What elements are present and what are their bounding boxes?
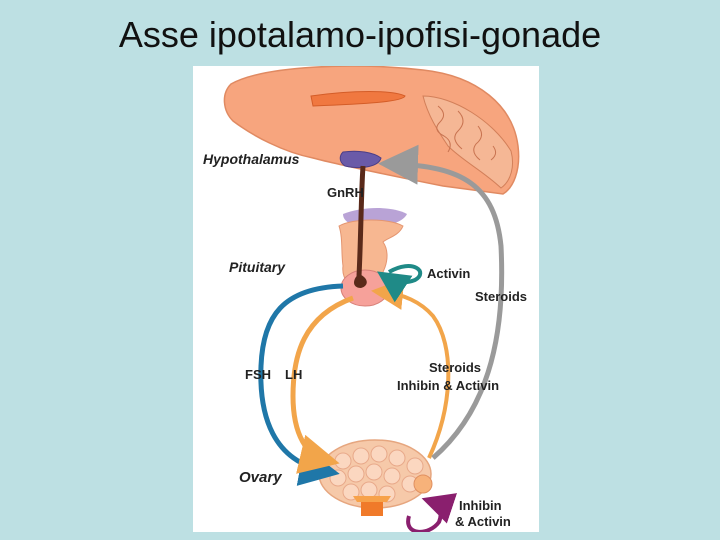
label-steroids-top: Steroids — [475, 289, 527, 304]
slide-title: Asse ipotalamo-ipofisi-gonade — [118, 14, 602, 55]
steroids-feedback-arrow — [378, 144, 505, 460]
hypothalamus-nucleus — [339, 150, 382, 169]
label-fsh: FSH — [245, 367, 271, 382]
label-lh: LH — [285, 367, 302, 382]
diagram-svg: Hypothalamus GnRH Pituitary Activin Ster… — [203, 66, 527, 532]
label-ovary: Ovary — [239, 469, 282, 486]
activin-loop-arrow — [377, 264, 423, 303]
fsh-arrow — [258, 283, 344, 486]
inhibin-activin-loop-arrow — [406, 493, 458, 532]
label-inhibin-activin-mid: Inhibin & Activin — [397, 378, 499, 393]
label-inhibin-bottom: Inhibin — [459, 498, 502, 513]
lh-arrow — [290, 295, 354, 474]
label-steroids-mid: Steroids — [429, 360, 481, 375]
label-pituitary: Pituitary — [229, 259, 286, 275]
hpg-axis-diagram: Hypothalamus GnRH Pituitary Activin Ster… — [193, 66, 539, 532]
brain-illustration — [223, 66, 520, 195]
label-activin-bottom: & Activin — [455, 514, 511, 529]
ovary-illustration — [318, 439, 433, 516]
label-gnrh: GnRH — [327, 185, 364, 200]
pituitary-gland — [338, 165, 407, 307]
label-activin: Activin — [427, 266, 470, 281]
steroids-inhibin-feedback-arrow — [371, 278, 451, 459]
label-hypothalamus: Hypothalamus — [203, 151, 300, 167]
